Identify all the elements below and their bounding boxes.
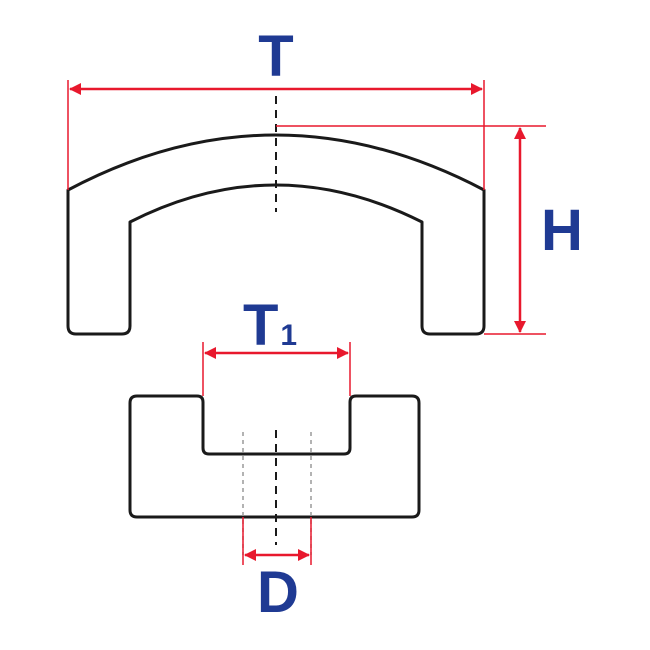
channel-magnet-outline <box>128 394 421 519</box>
t1-label: T1 <box>243 293 297 358</box>
t-label: T <box>258 24 293 89</box>
h-label: H <box>541 198 583 263</box>
d-label: D <box>257 560 299 625</box>
t1-label-main: T <box>243 293 278 358</box>
t1-label-subscript: 1 <box>280 319 297 352</box>
arched-magnet-outline <box>66 133 486 336</box>
